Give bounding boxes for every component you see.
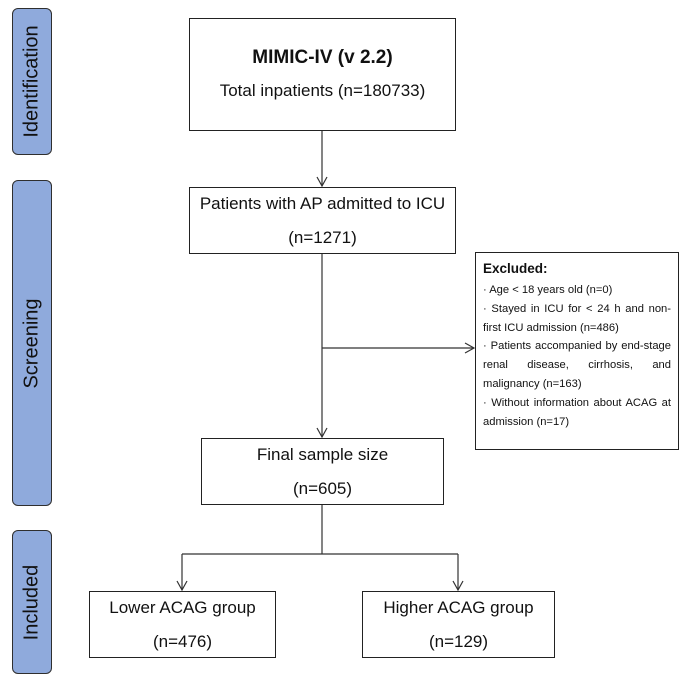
box-final: Final sample size (n=605) — [201, 438, 444, 505]
box-lower: Lower ACAG group (n=476) — [89, 591, 276, 658]
excluded-item: · Stayed in ICU for < 24 h and non-first… — [483, 302, 671, 334]
box-excluded: Excluded: · Age < 18 years old (n=0) · S… — [475, 252, 679, 450]
icu-label: Patients with AP admitted to ICU — [199, 193, 446, 213]
box-icu: Patients with AP admitted to ICU (n=1271… — [189, 187, 456, 254]
lower-count: (n=476) — [152, 631, 213, 651]
stage-screening-label: Screening — [20, 297, 43, 389]
box-source: MIMIC-IV (v 2.2) Total inpatients (n=180… — [189, 18, 456, 131]
stage-identification-label: Identification — [20, 25, 43, 138]
final-count: (n=605) — [292, 478, 353, 498]
stage-screening: Screening — [12, 180, 52, 506]
stage-included: Included — [12, 530, 52, 674]
box-higher: Higher ACAG group (n=129) — [362, 591, 555, 658]
stage-included-label: Included — [20, 564, 43, 640]
stage-identification: Identification — [12, 8, 52, 155]
icu-count: (n=1271) — [288, 227, 357, 247]
excluded-item: · Without information about ACAG at admi… — [483, 396, 671, 428]
higher-label: Higher ACAG group — [383, 597, 534, 617]
excluded-heading: Excluded: — [483, 261, 548, 276]
excluded-item: · Age < 18 years old (n=0) — [483, 284, 613, 296]
lower-label: Lower ACAG group — [109, 597, 256, 617]
higher-count: (n=129) — [428, 631, 489, 651]
excluded-item: · Patients accompanied by end-stage rena… — [483, 340, 671, 390]
source-title: MIMIC-IV (v 2.2) — [252, 46, 393, 68]
final-label: Final sample size — [256, 444, 389, 464]
source-count: Total inpatients (n=180733) — [219, 80, 426, 100]
